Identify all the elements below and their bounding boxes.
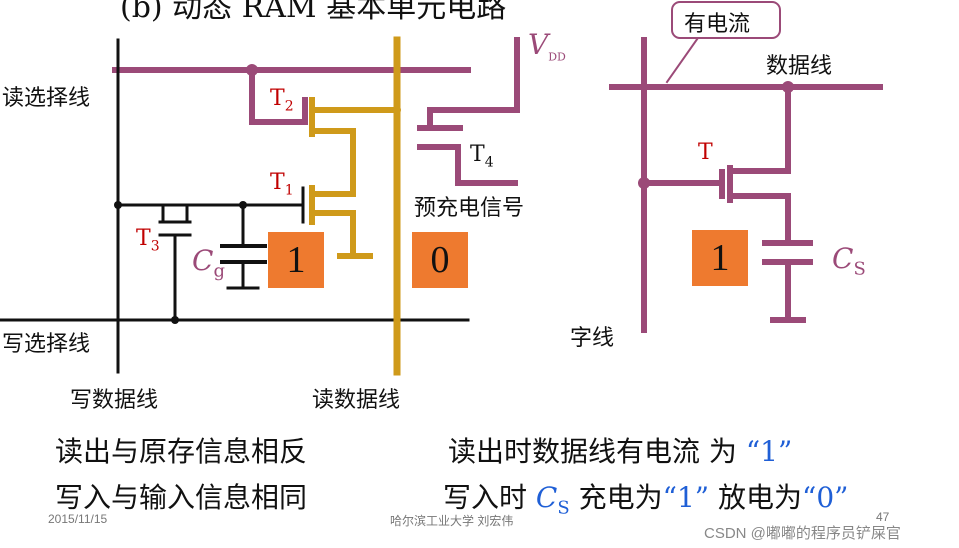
callout-pointer [665, 33, 702, 84]
read-select-line-label: 读选择线 [2, 86, 91, 111]
precharge-signal-label: 预充电信号 [414, 196, 525, 221]
note-write-same: 写入与输入信息相同 [55, 481, 308, 514]
junction-dot [638, 177, 650, 189]
write-data-line-label: 写数据线 [70, 388, 159, 413]
footer-date: 2015/11/15 [48, 512, 108, 526]
note-read-current: 读出时数据线有电流 为 “1” [448, 435, 793, 468]
title-partial: (b) 动态 RAM 基本单元电路 [120, 0, 507, 25]
write-select-line-label: 写选择线 [2, 332, 91, 357]
stored-bit-box: 1 [268, 232, 324, 288]
right-stored-bit-box: 1 [692, 230, 748, 286]
left-junctions [114, 64, 401, 324]
left-circuit-wires [0, 36, 520, 376]
junction-dot [239, 201, 247, 209]
footer-page: 47 [876, 510, 890, 524]
t-label: T [698, 140, 713, 165]
junction-dot [171, 316, 179, 324]
junction-dot [782, 81, 794, 93]
right-junctions [638, 81, 794, 189]
footer-institution: 哈尔滨工业大学 刘宏伟 [390, 514, 514, 528]
vdd-label: VDD [528, 28, 566, 64]
watermark: CSDN @嘟嘟的程序员铲屎官 [704, 525, 901, 542]
note-read-inverted: 读出与原存信息相反 [55, 435, 308, 468]
t1-label: T1 [270, 170, 294, 199]
cg-label: Cg [192, 244, 225, 282]
data-line-label: 数据线 [766, 54, 833, 79]
precharge-signal-line [455, 144, 518, 186]
junction-dot [393, 106, 401, 114]
junction-dot [114, 201, 122, 209]
word-line-label: 字线 [570, 326, 615, 351]
vdd-line [427, 37, 520, 128]
cs-label: CS [832, 242, 866, 280]
callout-box [671, 1, 781, 39]
t-source [727, 193, 791, 246]
t2-gate-line [249, 67, 308, 125]
t2-t1-link [309, 128, 356, 197]
t1-source-ground [309, 210, 356, 259]
junction-dot [246, 64, 258, 76]
callout-label: 有电流 [684, 12, 751, 37]
read-data-line-label: 读数据线 [312, 388, 401, 413]
t3-label: T3 [136, 226, 160, 255]
t2-label: T2 [270, 86, 294, 115]
note-write-charge: 写入时 CS 充电为“1” 放电为“0” [443, 481, 849, 519]
t4-label: T4 [470, 142, 494, 171]
t-drain [727, 84, 791, 174]
read-line-bit-box: 0 [412, 232, 468, 288]
